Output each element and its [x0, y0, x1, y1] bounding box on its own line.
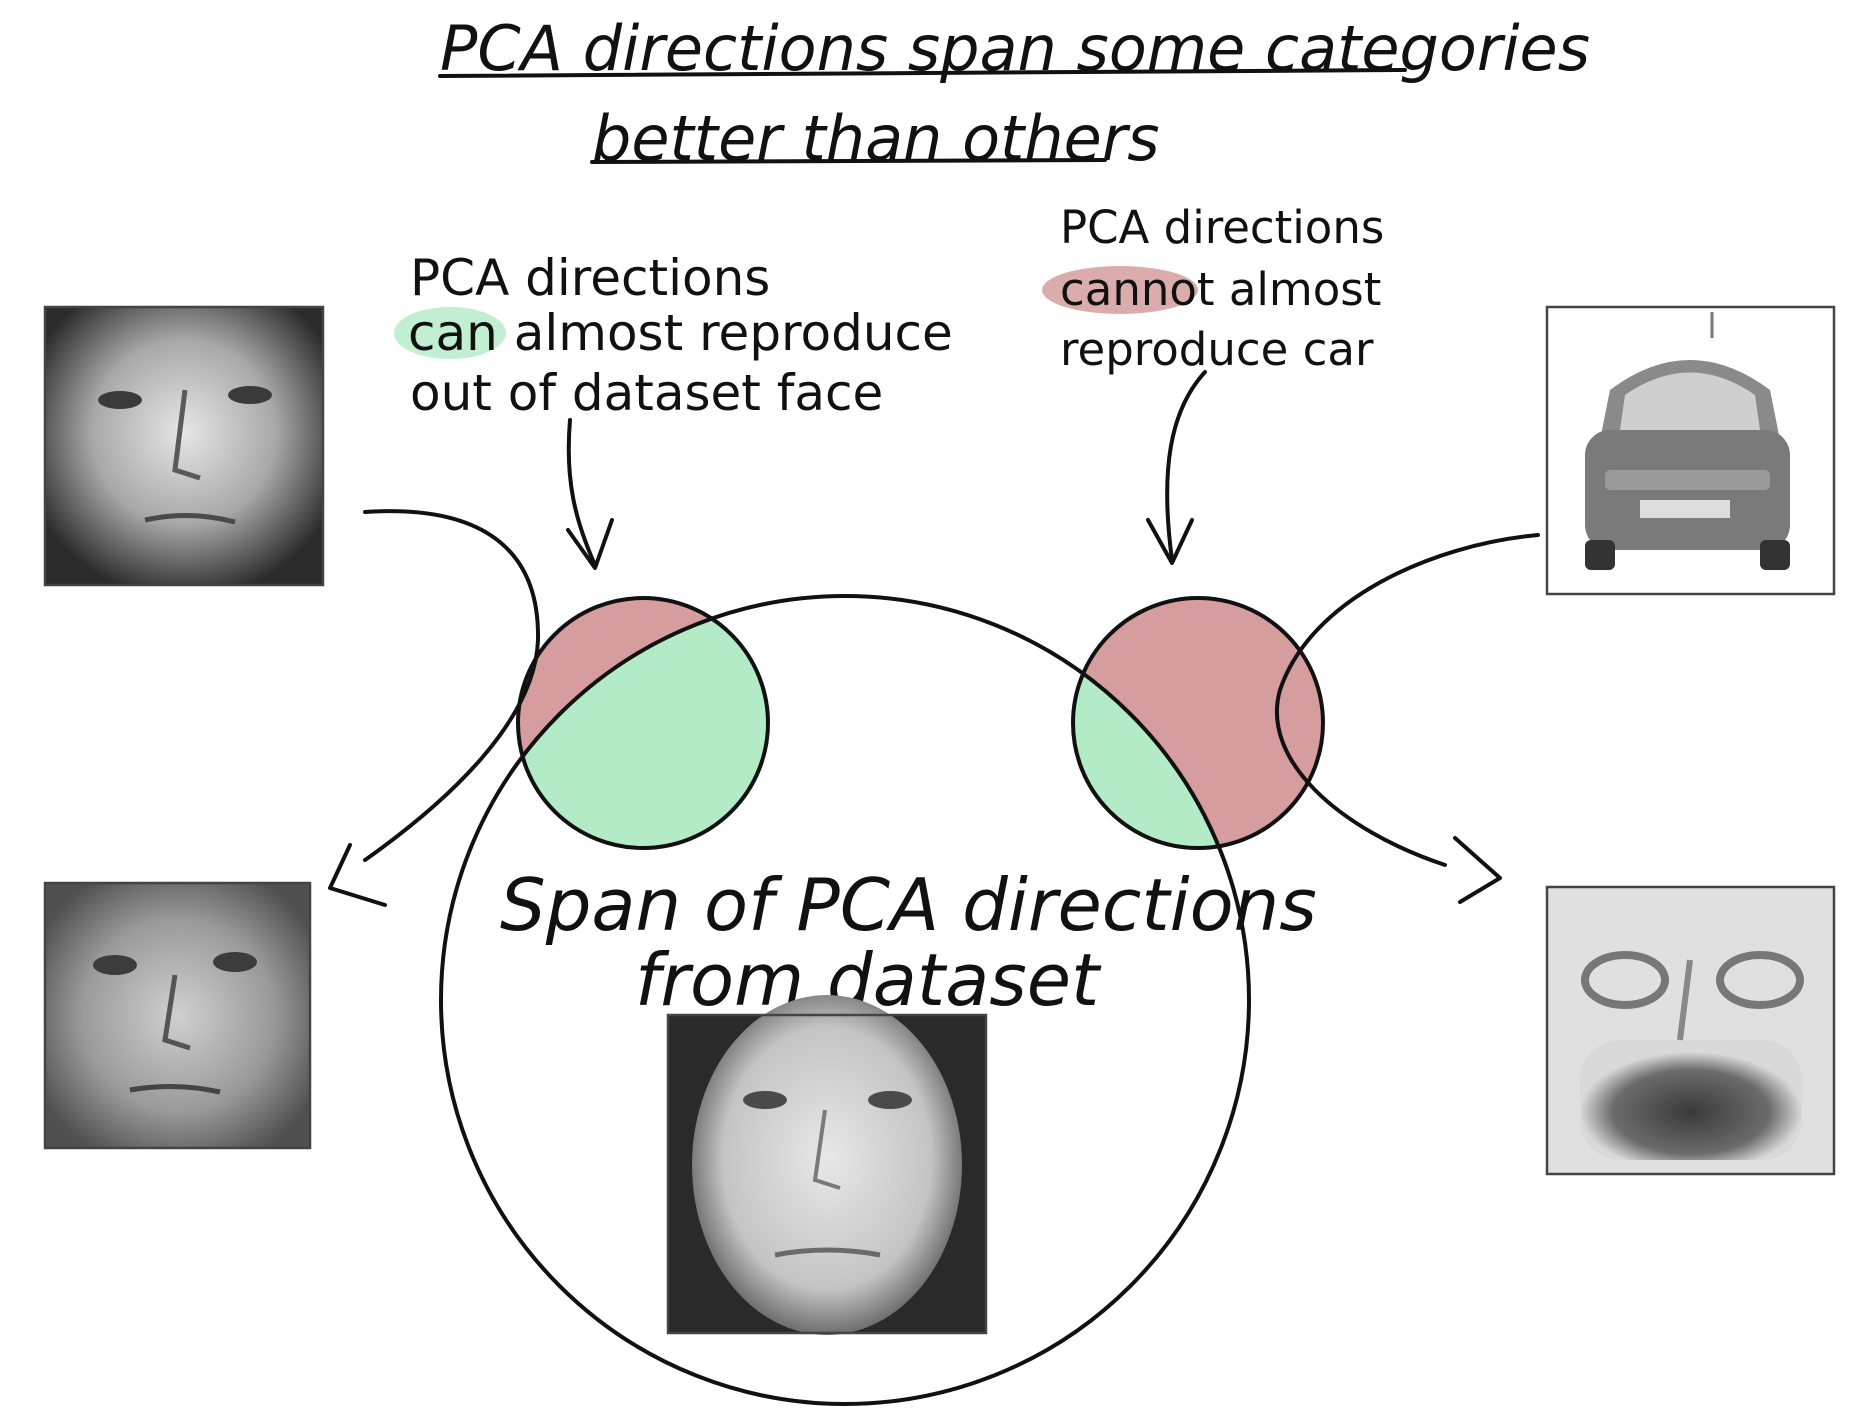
left-note-line-2: almost reproduce: [498, 304, 953, 362]
span-circle: [439, 594, 1251, 1406]
right-note-line-1: PCA directions: [1060, 201, 1384, 254]
right-small-circle: [1071, 596, 1325, 850]
title-line-2: better than others: [592, 102, 1160, 175]
right-note: PCA directions cannot almost reproduce c…: [1042, 201, 1384, 376]
title: PCA directions span some categories bett…: [438, 12, 1590, 175]
can-highlight: [394, 307, 506, 359]
dataset-face-image: [666, 995, 988, 1335]
left-note: PCA directions can almost reproduce out …: [394, 249, 953, 422]
right-circle-outline: [1071, 596, 1325, 850]
car-original-image: [1545, 305, 1836, 596]
span-label-line-1: Span of PCA directions: [500, 863, 1317, 947]
left-note-line-1: PCA directions: [410, 249, 770, 307]
left-note-line-3: out of dataset face: [410, 364, 883, 422]
right-mapping-curve: [1274, 533, 1540, 867]
left-small-circle: [516, 596, 770, 850]
right-arrow-head: [1146, 518, 1194, 565]
left-note-highlight-word: can: [408, 304, 498, 362]
right-arrow-shaft: [1165, 370, 1207, 562]
car-reconstruction-image: [1545, 885, 1836, 1176]
cannot-highlight: [1042, 266, 1198, 314]
svg-text:cannot almost: cannot almost: [1060, 263, 1381, 316]
right-note-highlight-word: cannot: [1060, 263, 1215, 316]
left-mapping-curve: [363, 509, 541, 862]
right-mapping-arrowhead: [1453, 836, 1502, 904]
left-arrow-head: [566, 518, 614, 570]
face-reconstruction-image: [43, 881, 312, 1150]
title-underline-1: [438, 68, 1407, 78]
svg-text:can almost reproduce: can almost reproduce: [408, 304, 953, 362]
face-original-image: [43, 305, 325, 587]
left-circle-outline: [516, 596, 770, 850]
left-arrow-shaft: [566, 418, 597, 567]
right-note-line-3: reproduce car: [1060, 323, 1374, 376]
left-mapping-arrowhead: [328, 843, 387, 907]
title-underline-2: [590, 158, 1107, 164]
right-note-line-2: almost: [1215, 263, 1382, 316]
